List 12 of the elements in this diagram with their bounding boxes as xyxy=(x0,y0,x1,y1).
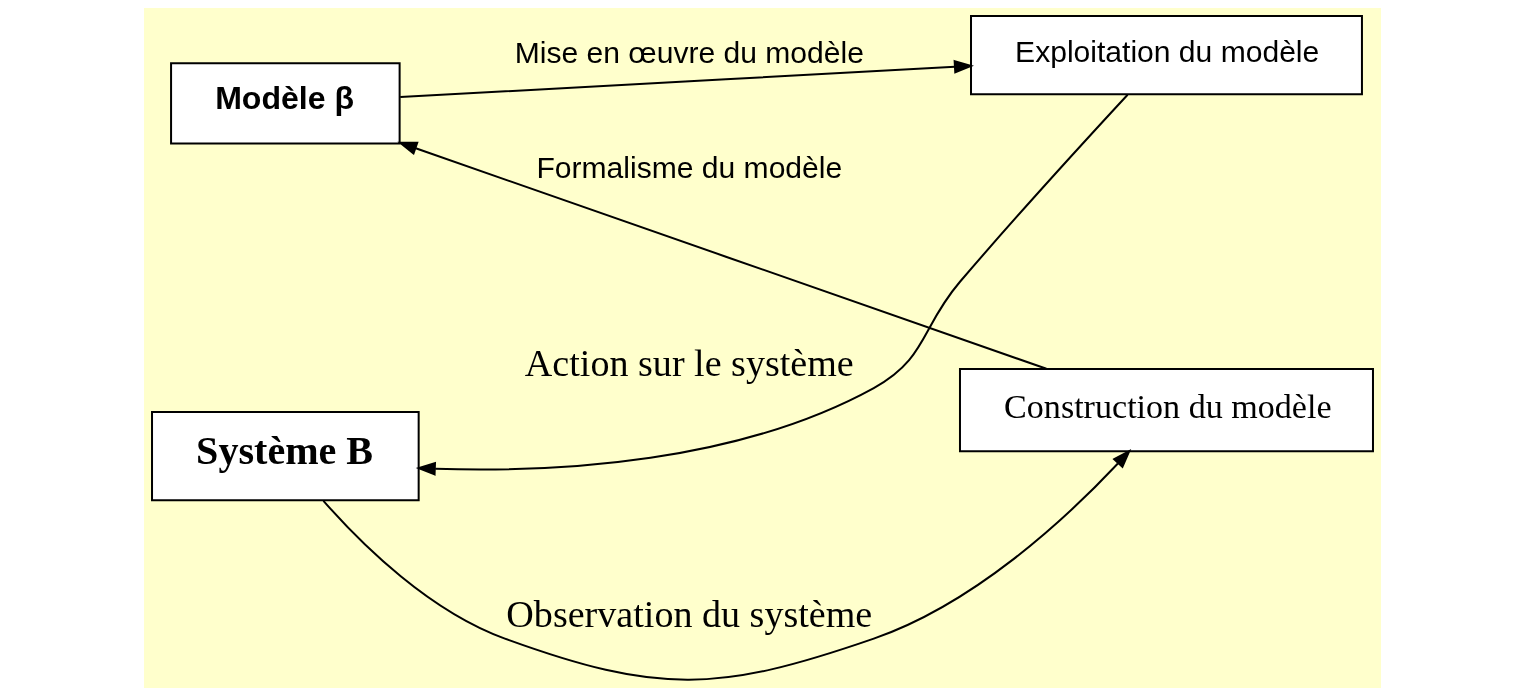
arrow xyxy=(415,93,1129,476)
arrow xyxy=(396,141,1047,370)
node-box: Système B xyxy=(150,411,420,502)
node-box: Exploitation du modèle xyxy=(969,15,1363,96)
edge-label: Formalisme du modèle xyxy=(535,150,842,184)
node-box: Construction du modèle xyxy=(958,367,1374,453)
edge-label: Observation du système xyxy=(505,592,872,635)
node-box: Modèle β xyxy=(169,62,401,145)
arrow xyxy=(321,449,1131,681)
edge-label: Action sur le système xyxy=(524,342,854,385)
arrow xyxy=(398,59,974,99)
edge-label: Mise en œuvre du modèle xyxy=(514,36,864,70)
